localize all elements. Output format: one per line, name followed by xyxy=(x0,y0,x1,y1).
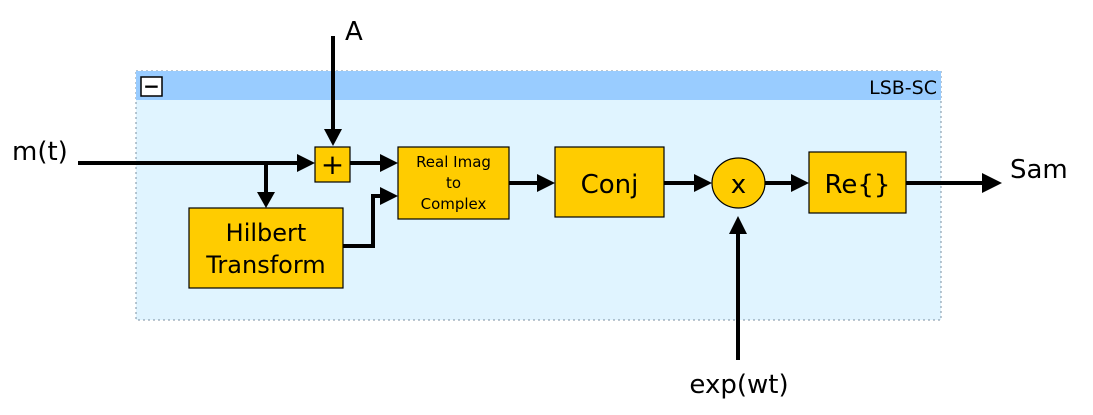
arrowhead-right-icon xyxy=(982,173,1002,193)
hilbert-transform-block[interactable]: Hilbert Transform xyxy=(188,207,344,289)
real-imag-to-complex-block[interactable]: Real Imag to Complex xyxy=(397,146,510,220)
multiplier-symbol: x xyxy=(731,170,746,200)
real-imag-label-line3: Complex xyxy=(421,195,487,213)
input-oscillator-label: exp(wt) xyxy=(689,370,788,400)
wire-hilbert-to-realimag xyxy=(343,194,383,248)
panel-header xyxy=(136,71,941,100)
collapse-button[interactable]: − xyxy=(140,74,163,98)
output-label: Sam xyxy=(1010,155,1068,185)
multiplier-block[interactable]: x xyxy=(711,157,766,209)
arrowhead-down-icon xyxy=(324,129,342,146)
hilbert-label-line2: Transform xyxy=(205,251,325,279)
panel-title: LSB-SC xyxy=(869,77,937,99)
signal-wires xyxy=(78,36,985,360)
input-amplitude-label: A xyxy=(345,17,363,47)
arrowhead-right-icon xyxy=(297,154,315,172)
signal-labels: m(t) A exp(wt) Sam xyxy=(12,17,1068,400)
arrowhead-right-icon xyxy=(380,154,398,172)
arrowhead-up-icon xyxy=(729,216,747,234)
real-part-block[interactable]: Re{} xyxy=(808,151,907,214)
input-message-label: m(t) xyxy=(12,137,68,167)
arrowheads xyxy=(257,129,1002,234)
conj-block[interactable]: Conj xyxy=(554,146,665,218)
collapse-symbol: − xyxy=(143,74,160,98)
adder-block[interactable]: + xyxy=(314,146,351,183)
hilbert-label-line1: Hilbert xyxy=(226,219,307,247)
arrowhead-right-icon xyxy=(537,174,555,192)
arrowhead-right-icon xyxy=(791,174,809,192)
conj-label: Conj xyxy=(581,170,639,200)
minus-box-icon[interactable] xyxy=(140,76,163,97)
arrowhead-down-icon xyxy=(257,192,275,208)
arrowhead-right-icon xyxy=(694,174,712,192)
real-imag-label-line1: Real Imag xyxy=(416,153,491,171)
real-part-label: Re{} xyxy=(825,170,891,200)
real-imag-label-line2: to xyxy=(446,174,461,192)
adder-symbol: + xyxy=(321,148,344,181)
arrowhead-right-icon xyxy=(380,187,398,205)
